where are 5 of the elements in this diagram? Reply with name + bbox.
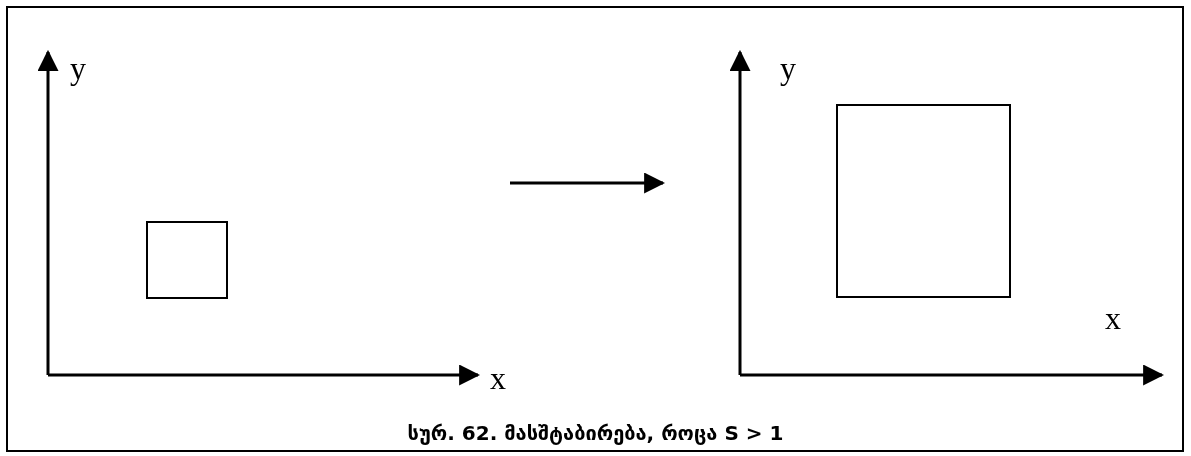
figure-caption: სურ. 62. მასშტაბირება, როცა S > 1 xyxy=(407,420,784,446)
axis-label: y xyxy=(70,52,86,84)
axis-label: x xyxy=(1105,302,1121,334)
axis-label: x xyxy=(490,362,506,394)
axis-label: y xyxy=(780,52,796,84)
